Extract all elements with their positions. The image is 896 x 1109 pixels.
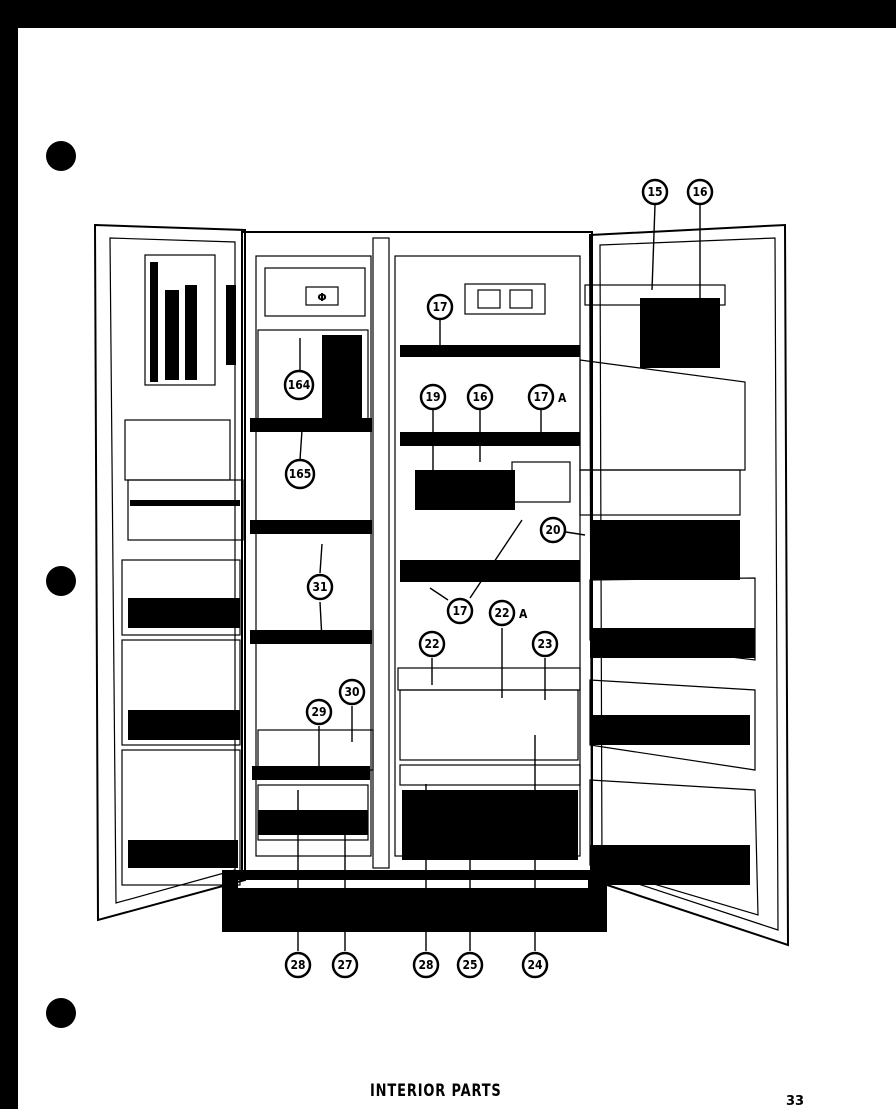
callout-17A: 17 A xyxy=(527,383,567,411)
binder-hole-bottom xyxy=(46,998,76,1028)
callout-22-label: 22 xyxy=(424,637,439,651)
callout-28-freezer: 28 xyxy=(284,951,312,979)
callout-22A-label: 22 xyxy=(494,606,509,620)
callout-29: 29 xyxy=(305,698,333,726)
callout-164: 164 xyxy=(283,369,315,401)
callout-31-label: 31 xyxy=(312,580,327,594)
binder-hole-middle xyxy=(46,566,76,596)
callout-23: 23 xyxy=(531,630,559,658)
callout-27-label: 27 xyxy=(337,958,352,972)
callout-24-label: 24 xyxy=(527,958,543,972)
callout-17-top-label: 17 xyxy=(432,300,447,314)
callout-28-freezer-label: 28 xyxy=(290,958,305,972)
page-caption: INTERIOR PARTS xyxy=(370,1081,502,1101)
callout-165: 165 xyxy=(284,458,316,490)
binder-hole-top xyxy=(46,141,76,171)
callout-15-label: 15 xyxy=(647,185,662,199)
fresh-food-door xyxy=(579,223,790,947)
callout-20: 20 xyxy=(539,516,567,544)
base-grille xyxy=(222,870,607,932)
leader-lines xyxy=(297,204,701,951)
fresh-food-compartment xyxy=(397,283,581,860)
callout-30-label: 30 xyxy=(344,685,359,699)
callout-165-label: 165 xyxy=(289,467,312,481)
callout-20-label: 20 xyxy=(545,523,560,537)
callout-17A-label: 17 xyxy=(533,390,548,404)
callout-24: 24 xyxy=(521,951,549,979)
callout-17A-suffix: A xyxy=(558,391,567,405)
page-number: 33 xyxy=(786,1094,805,1109)
callout-19-label: 19 xyxy=(425,390,440,404)
svg-text:Φ: Φ xyxy=(317,291,326,304)
freezer-door xyxy=(93,223,246,922)
callout-17-lower-label: 17 xyxy=(452,604,467,618)
callout-17-top: 17 xyxy=(426,293,454,321)
callout-164-label: 164 xyxy=(288,378,311,392)
callout-17-lower: 17 xyxy=(446,597,474,625)
callout-25: 25 xyxy=(456,951,484,979)
callout-22A: 22 A xyxy=(488,599,528,627)
callout-23-label: 23 xyxy=(537,637,552,651)
callout-16-shelf-label: 16 xyxy=(472,390,487,404)
callout-30: 30 xyxy=(338,678,366,706)
callout-31: 31 xyxy=(306,573,334,601)
freezer-compartment: Φ xyxy=(250,267,374,841)
callout-16-shelf: 16 xyxy=(466,383,494,411)
base-grille-slot xyxy=(238,880,588,888)
callout-28-fresh-label: 28 xyxy=(418,958,433,972)
callout-28-fresh: 28 xyxy=(412,951,440,979)
callout-22: 22 xyxy=(418,630,446,658)
callout-22A-suffix: A xyxy=(519,607,528,621)
callout-25-label: 25 xyxy=(462,958,477,972)
callout-19: 19 xyxy=(419,383,447,411)
callout-16-door: 16 xyxy=(686,178,714,206)
callout-27: 27 xyxy=(331,951,359,979)
callout-16-door-label: 16 xyxy=(692,185,707,199)
callout-15: 15 xyxy=(641,178,669,206)
callout-29-label: 29 xyxy=(311,705,326,719)
